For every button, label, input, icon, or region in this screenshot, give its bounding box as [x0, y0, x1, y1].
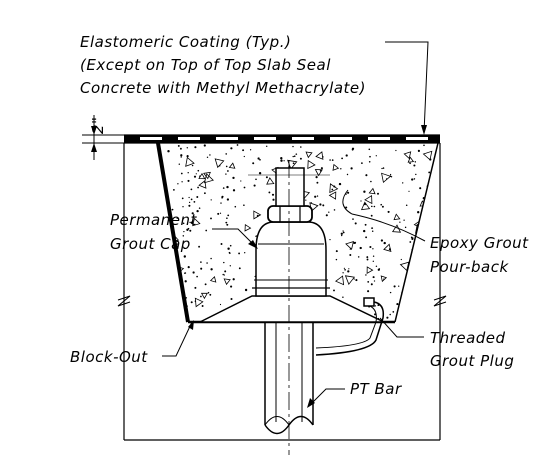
- coating-label-line2: (Except on Top of Top Slab Seal: [80, 56, 331, 74]
- coating-label-line1: Elastomeric Coating (Typ.): [80, 33, 291, 51]
- epoxy-label-line1: Epoxy Grout: [430, 234, 529, 252]
- epoxy-label-line2: Pour-back: [430, 258, 509, 276]
- top-slab-coating: [124, 134, 440, 144]
- coating-label-line3: Concrete with Methyl Methacrylate): [80, 79, 366, 97]
- grout-cap-label-line2: Grout Cap: [110, 235, 191, 253]
- annotations: Elastomeric Coating (Typ.) (Except on To…: [70, 33, 529, 398]
- threaded-grout-plug: [315, 297, 385, 356]
- pt-bar: [264, 160, 314, 455]
- plug-label-line2: Grout Plug: [430, 352, 514, 370]
- concrete-outline: [117, 143, 447, 441]
- dimension-label: 2": [89, 117, 107, 134]
- hex-nut: [267, 205, 313, 223]
- grout-cap: [199, 221, 385, 323]
- dimension-2in: 2": [82, 115, 124, 160]
- grout-cap-label-line1: Permanent: [110, 211, 197, 229]
- leader-lines: [162, 41, 429, 408]
- plug-label-line1: Threaded: [430, 329, 506, 347]
- blockout-label: Block-Out: [70, 348, 148, 366]
- pt-bar-label: PT Bar: [350, 380, 402, 398]
